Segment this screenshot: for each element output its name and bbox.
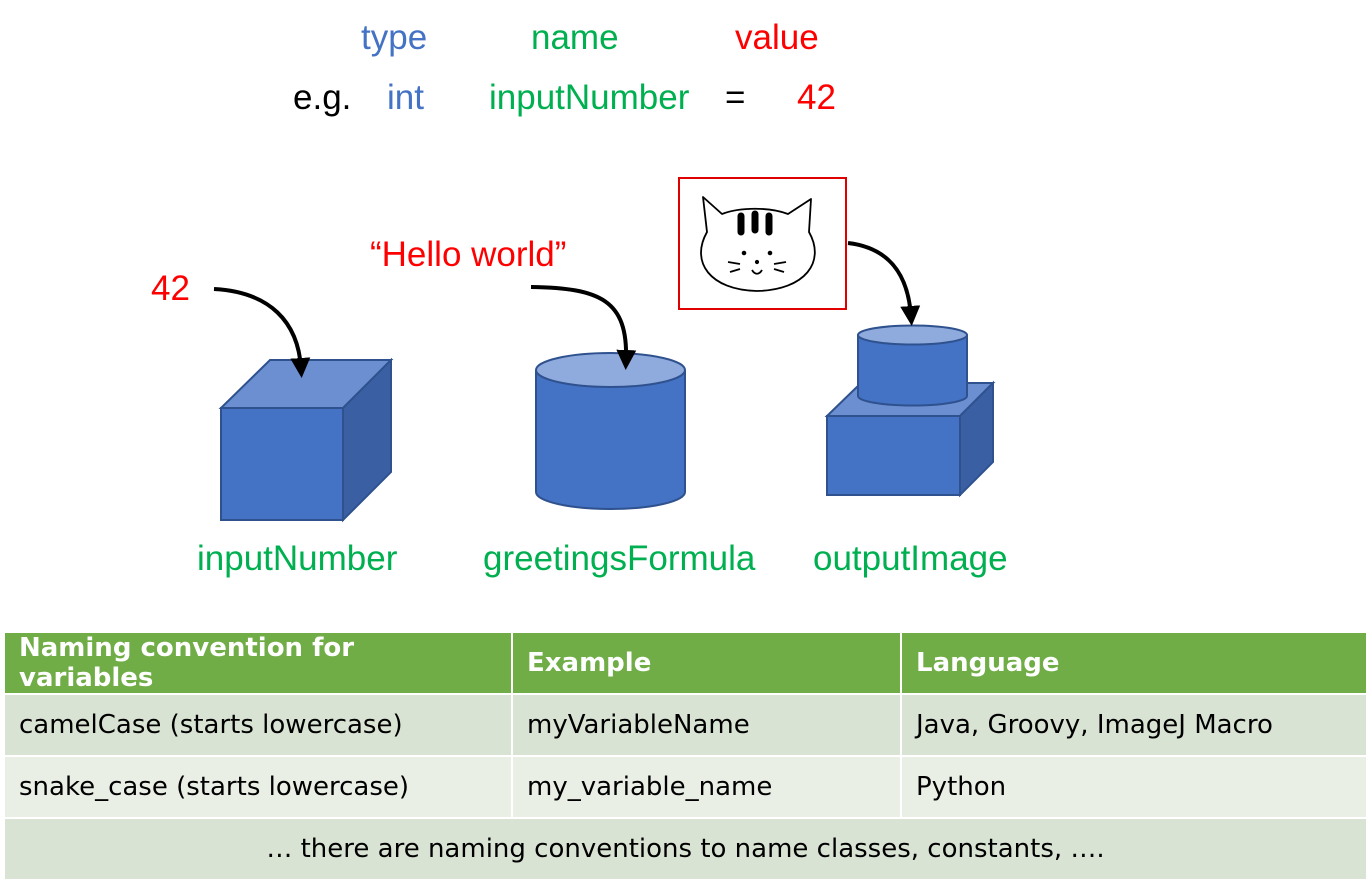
arrow-image xyxy=(847,241,921,326)
stack-label: outputImage xyxy=(813,539,1008,578)
header-naming-convention: Naming convention for variables xyxy=(3,631,513,695)
cell-example: myVariableName xyxy=(511,693,902,757)
header-example: Example xyxy=(511,631,902,695)
example-prefix: e.g. xyxy=(293,78,352,117)
cell-language: Python xyxy=(900,755,1368,819)
table-row: snake_case (starts lowercase) my_variabl… xyxy=(3,755,1368,819)
table-footer-row: … there are naming conventions to name c… xyxy=(3,817,1368,881)
variables-diagram xyxy=(213,177,996,523)
name-label: name xyxy=(531,18,619,57)
cell-convention: snake_case (starts lowercase) xyxy=(3,755,513,819)
arrow-number xyxy=(213,287,311,378)
naming-convention-table: Naming convention for variables Example … xyxy=(3,631,1368,881)
number-value: 42 xyxy=(151,269,190,308)
table-footer-note: … there are naming conventions to name c… xyxy=(3,817,1368,881)
example-equals: = xyxy=(725,78,746,117)
image-container xyxy=(824,324,996,498)
arrow-string xyxy=(530,285,637,370)
type-label: type xyxy=(361,18,428,57)
cell-convention: camelCase (starts lowercase) xyxy=(3,693,513,757)
table-header-row: Naming convention for variables Example … xyxy=(3,631,1368,695)
table-row: camelCase (starts lowercase) myVariableN… xyxy=(3,693,1368,757)
cylinder-label: greetingsFormula xyxy=(483,539,756,578)
example-name: inputNumber xyxy=(489,78,690,117)
box-container xyxy=(218,357,394,523)
cell-example: my_variable_name xyxy=(511,755,902,819)
cat-image xyxy=(678,177,847,310)
cat-face-icon xyxy=(700,196,816,292)
cylinder-container xyxy=(535,352,686,510)
string-value: “Hello world” xyxy=(370,235,567,274)
header-language: Language xyxy=(900,631,1368,695)
box-label: inputNumber xyxy=(197,539,398,578)
example-type: int xyxy=(387,78,424,117)
example-value: 42 xyxy=(797,78,836,117)
value-label: value xyxy=(735,18,819,57)
cell-language: Java, Groovy, ImageJ Macro xyxy=(900,693,1368,757)
